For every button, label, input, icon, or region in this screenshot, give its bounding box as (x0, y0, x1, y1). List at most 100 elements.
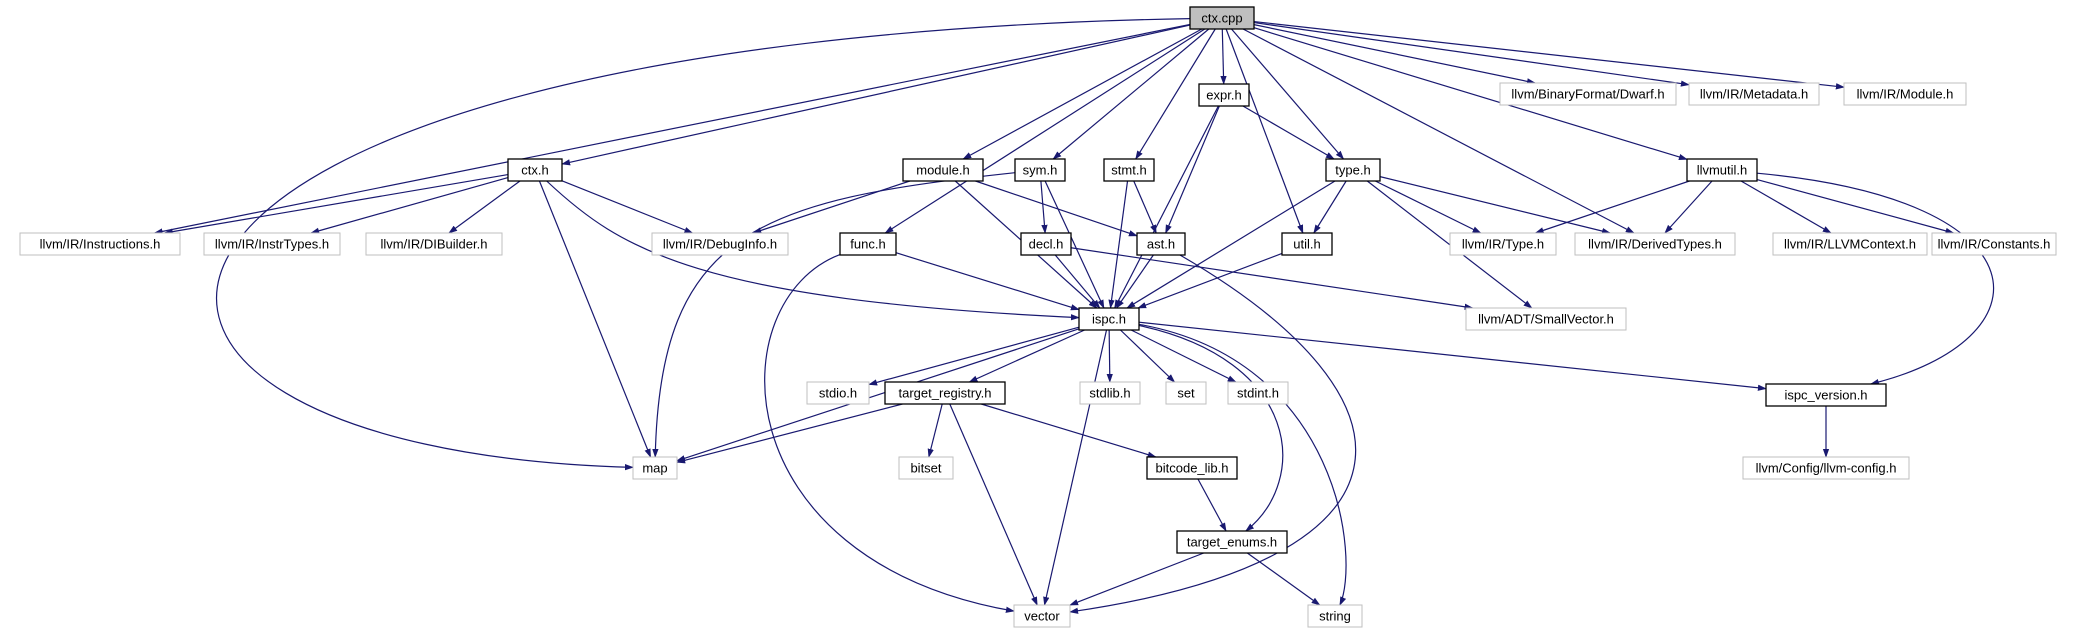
node-box (1146, 456, 1238, 480)
node-llvm-config-h: llvm/Config/llvm-config.h (1742, 456, 1910, 480)
node-box (1742, 456, 1910, 480)
edge-ctx-cpp-to-metadata-h (1253, 21, 1690, 87)
node-sym-h[interactable]: sym.h (1014, 158, 1066, 182)
node-ctx-cpp[interactable]: ctx.cpp (1189, 6, 1255, 30)
node-label: llvmutil.h (1697, 163, 1748, 178)
edge-type-h-to-ispc-h (1126, 180, 1336, 309)
node-dibuilder-h: llvm/IR/DIBuilder.h (365, 232, 503, 256)
edge-ctx-cpp-to-dwarf-h (1253, 24, 1536, 85)
node-box (1020, 232, 1072, 256)
node-box (898, 456, 954, 480)
node-target-registry-h[interactable]: target_registry.h (884, 381, 1006, 405)
node-label: type.h (1335, 163, 1370, 178)
edge-llvmutil-h-to-constants-h (1756, 178, 1955, 234)
node-expr-h[interactable]: expr.h (1198, 83, 1250, 107)
node-stmt-h[interactable]: stmt.h (1103, 158, 1155, 182)
edge-target-enums-h-to-string (1246, 552, 1321, 606)
edge-ispc-h-to-stdio-h (868, 326, 1080, 386)
node-label: llvm/IR/DerivedTypes.h (1588, 237, 1722, 252)
node-label: module.h (916, 163, 969, 178)
node-label: stdlib.h (1089, 386, 1130, 401)
node-box (1176, 530, 1288, 554)
node-derivedtypes-h: llvm/IR/DerivedTypes.h (1574, 232, 1736, 256)
edge-sym-h-to-decl-h (1040, 180, 1048, 234)
node-box (1014, 158, 1066, 182)
node-box (1688, 82, 1820, 106)
node-box (1165, 381, 1207, 405)
node-label: llvm/BinaryFormat/Dwarf.h (1511, 87, 1664, 102)
node-set: set (1165, 381, 1207, 405)
node-label: llvm/IR/DIBuilder.h (381, 237, 488, 252)
node-box (1449, 232, 1557, 256)
node-ctx-h[interactable]: ctx.h (507, 158, 563, 182)
edge-sym-h-to-ispc-h (1044, 180, 1105, 309)
edge-ispc-h-to-string (1138, 323, 1347, 606)
node-map: map (632, 456, 678, 480)
node-stdint-h: stdint.h (1227, 381, 1289, 405)
node-dwarf-h: llvm/BinaryFormat/Dwarf.h (1499, 82, 1677, 106)
node-box (1013, 604, 1071, 628)
node-label: stdio.h (819, 386, 857, 401)
node-box (1078, 307, 1140, 331)
edge-llvmutil-h-to-type-ir-h (1534, 180, 1690, 234)
node-label: util.h (1293, 237, 1320, 252)
node-module-h[interactable]: module.h (902, 158, 984, 182)
node-box (19, 232, 181, 256)
node-bitset: bitset (898, 456, 954, 480)
edge-stmt-h-to-ispc-h (1108, 180, 1129, 309)
edge-expr-h-to-ispc-h (1114, 105, 1219, 309)
node-box (651, 232, 789, 256)
node-type-h[interactable]: type.h (1325, 158, 1381, 182)
node-label: llvm/IR/Type.h (1462, 237, 1544, 252)
edge-stmt-h-to-ast-h (1133, 180, 1157, 234)
node-label: sym.h (1023, 163, 1058, 178)
node-label: llvm/IR/Instructions.h (40, 237, 161, 252)
node-label: ast.h (1147, 237, 1175, 252)
node-target-enums-h[interactable]: target_enums.h (1176, 530, 1288, 554)
edge-llvmutil-h-to-ispc-version-h (1756, 172, 1995, 386)
node-box (1227, 381, 1289, 405)
node-ispc-h[interactable]: ispc.h (1078, 307, 1140, 331)
node-box (1136, 232, 1186, 256)
edges-layer (153, 17, 1995, 614)
node-box (1465, 307, 1627, 331)
node-box (884, 381, 1006, 405)
edge-ispc-h-to-target-registry-h (968, 329, 1085, 383)
node-label: map (642, 461, 667, 476)
edge-ctx-cpp-to-module-ir-h (1253, 20, 1845, 90)
edge-ctx-cpp-to-func-h (884, 28, 1206, 234)
edge-type-h-to-util-h (1313, 180, 1347, 234)
node-string: string (1307, 604, 1363, 628)
node-box (1079, 381, 1141, 405)
node-func-h[interactable]: func.h (839, 232, 897, 256)
edge-util-h-to-ispc-h (1137, 252, 1283, 309)
node-llvmutil-h[interactable]: llvmutil.h (1686, 158, 1758, 182)
edge-ctx-h-to-dibuilder-h (448, 180, 521, 234)
node-bitcode-lib-h[interactable]: bitcode_lib.h (1146, 456, 1238, 480)
node-box (1499, 82, 1677, 106)
node-ast-h[interactable]: ast.h (1136, 232, 1186, 256)
edge-func-h-to-vector (764, 254, 1015, 613)
node-label: llvm/ADT/SmallVector.h (1478, 312, 1614, 327)
edge-type-h-to-derivedtypes-h (1379, 176, 1611, 235)
edge-ctx-cpp-to-derivedtypes-h (1242, 28, 1635, 234)
edge-ctx-h-to-instructions-h (163, 174, 509, 235)
node-util-h[interactable]: util.h (1281, 232, 1333, 256)
node-label: vector (1024, 609, 1060, 624)
node-label: llvm/IR/InstrTypes.h (215, 237, 329, 252)
edge-decl-h-to-smallvector-h (1070, 247, 1474, 310)
node-label: target_enums.h (1187, 535, 1277, 550)
edge-expr-h-to-type-h (1242, 105, 1335, 160)
node-box (1307, 604, 1363, 628)
node-smallvector-h: llvm/ADT/SmallVector.h (1465, 307, 1627, 331)
node-label: set (1177, 386, 1195, 401)
edge-ctx-cpp-to-expr-h (1220, 28, 1227, 85)
node-decl-h[interactable]: decl.h (1020, 232, 1072, 256)
node-label: string (1319, 609, 1351, 624)
node-ispc-version-h[interactable]: ispc_version.h (1765, 383, 1887, 407)
node-label: ctx.cpp (1201, 11, 1242, 26)
node-box (365, 232, 503, 256)
edge-ctx-cpp-to-instructions-h (153, 23, 1191, 235)
node-box (1189, 6, 1255, 30)
